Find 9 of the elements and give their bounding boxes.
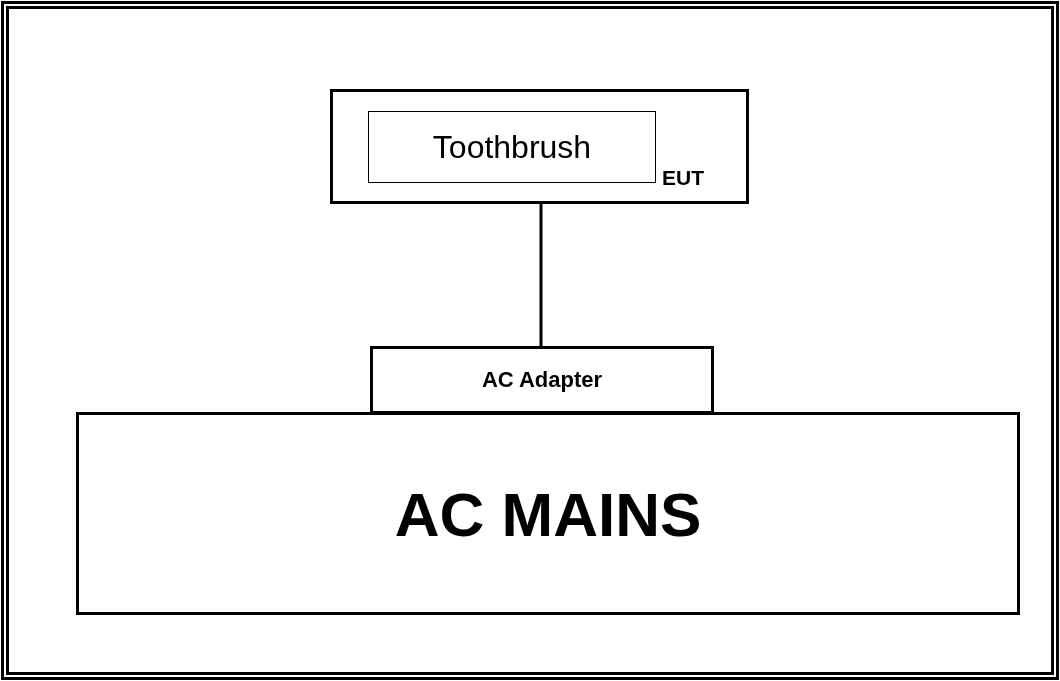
device-box xyxy=(368,111,656,183)
eut-box xyxy=(330,89,749,204)
mains-label: AC MAINS xyxy=(394,478,702,549)
device-label: Toothbrush xyxy=(432,128,592,166)
eut-label: EUT xyxy=(662,166,704,190)
adapter-label: AC Adapter xyxy=(481,367,603,393)
connector-line xyxy=(539,204,543,346)
mains-box xyxy=(76,412,1020,615)
adapter-box xyxy=(370,346,714,414)
